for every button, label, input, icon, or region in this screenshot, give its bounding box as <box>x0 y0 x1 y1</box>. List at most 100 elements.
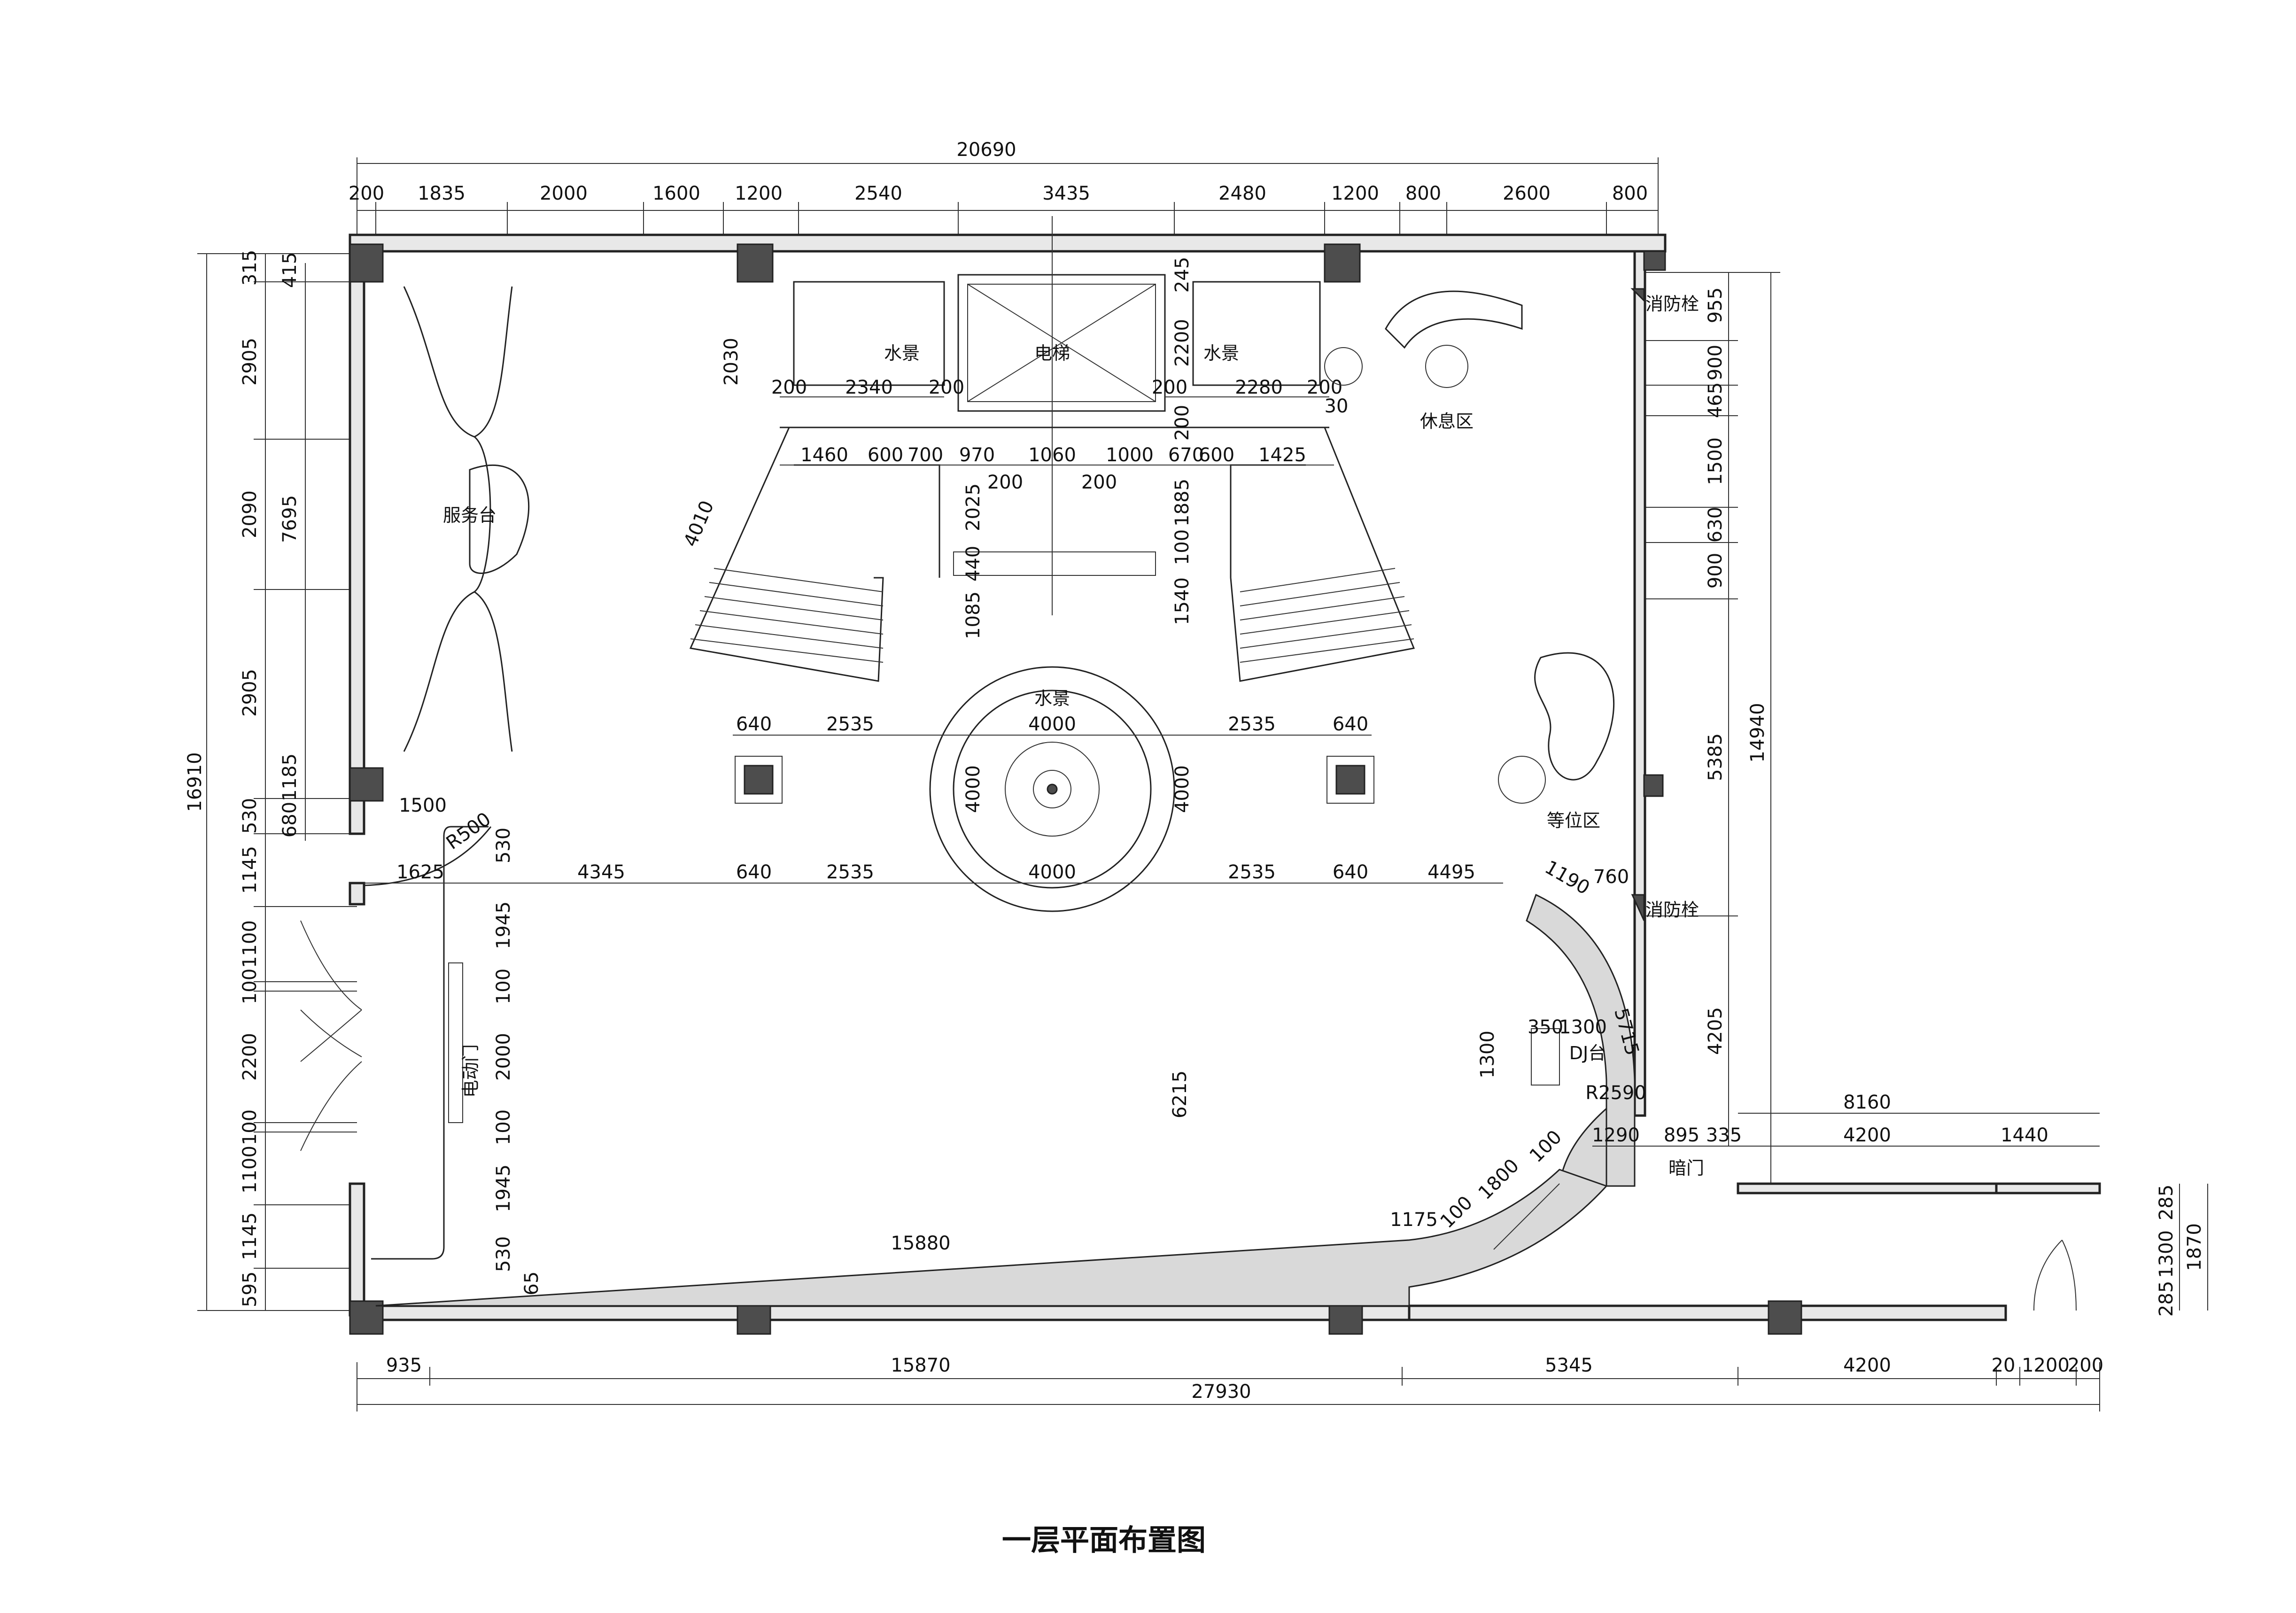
service-desk: 服务台 <box>403 286 530 752</box>
dim-center-row2: 4345 <box>577 861 625 883</box>
dim-top-seg: 2540 <box>854 183 902 204</box>
dim-stair: 2280 <box>1235 377 1283 398</box>
dim-elev-v: 2025 <box>962 483 984 531</box>
dim-right-lower: 895 <box>1664 1124 1699 1146</box>
dim-right-lower: 1440 <box>2001 1124 2048 1146</box>
dim-elev-v: 1540 <box>1171 577 1193 625</box>
dim-center-row2: 1625 <box>396 861 444 883</box>
dim-center-row2: 4000 <box>1028 861 1076 883</box>
label-waiting-area: 等位区 <box>1547 810 1600 831</box>
dim-bottom-seg: 4200 <box>1843 1355 1891 1376</box>
dim-top-total: 20690 <box>956 139 1016 161</box>
dim-far-right: 1300 <box>2156 1230 2177 1278</box>
central-fountain: 水景 640 2535 4000 2535 640 4000 4000 1625… <box>364 666 1503 912</box>
dim-elev-v: 440 <box>962 546 984 582</box>
dim-left-door: R500 <box>442 808 495 854</box>
dim-elev-v: 200 <box>1171 405 1193 441</box>
dim-stair-row2: 200 <box>1081 472 1117 493</box>
dim-left-door: 100 <box>493 969 514 1004</box>
dim-center-row: 640 <box>736 713 772 735</box>
dim-elev-v: 2200 <box>1171 319 1193 367</box>
dim-top-seg: 3435 <box>1042 183 1090 204</box>
dim-left-door: 530 <box>493 828 514 863</box>
dim-left-door: 100 <box>493 1109 514 1145</box>
dim-right-lower: 335 <box>1706 1124 1742 1146</box>
dim-top-seg: 1835 <box>418 183 465 204</box>
dim-right-seg: 5385 <box>1705 733 1726 781</box>
dim-center-row: 2535 <box>826 713 874 735</box>
dim-lower: 1800 <box>1474 1155 1524 1204</box>
dim-elev-v: 2030 <box>721 338 742 386</box>
dim-left-seg: 100 <box>239 969 261 1004</box>
dim-left-seg: 1145 <box>239 846 261 894</box>
dim-center-row2: 640 <box>736 861 772 883</box>
dim-left-seg: 530 <box>239 798 261 834</box>
dim-top-seg: 1200 <box>1331 183 1379 204</box>
top-dimensions: 20690 200 1835 2000 1600 1200 2540 3435 … <box>349 139 1659 237</box>
dim-right-seg: 900 <box>1705 553 1726 589</box>
dim-stair-row: 600 <box>1199 444 1234 466</box>
dim-left-total: 16910 <box>184 752 206 812</box>
dim-bottom-seg: 200 <box>2068 1355 2103 1376</box>
dim-right-lower: 8160 <box>1843 1092 1891 1113</box>
dim-stair-row: 1060 <box>1028 444 1076 466</box>
dim-bottom-total: 27930 <box>1191 1381 1251 1403</box>
dim-right-lower: 4200 <box>1843 1124 1891 1146</box>
dim-left-door: 2000 <box>493 1033 514 1081</box>
label-elevator: 电梯 <box>1034 343 1070 364</box>
dim-left-inner: 415 <box>279 252 301 288</box>
dim-center-row2: 2535 <box>1228 861 1276 883</box>
dim-left-seg: 2090 <box>239 490 261 538</box>
dim-stair-diag: 4010 <box>680 497 718 550</box>
elevator-block: 水景 电梯 水景 <box>793 216 1321 615</box>
dim-stair: 200 <box>1307 377 1342 398</box>
label-lounge: 休息区 <box>1420 411 1474 432</box>
bottom-dimensions: 935 15870 5345 4200 20 1200 200 27930 <box>357 1355 2103 1411</box>
dim-top-seg: 1200 <box>735 183 783 204</box>
dim-left-door: 1500 <box>399 795 447 816</box>
dim-center-row2: 4495 <box>1427 861 1475 883</box>
dim-bottom-seg: 20 <box>1992 1355 2016 1376</box>
dim-stair-row: 970 <box>959 444 995 466</box>
drawing-title: 一层平面布置图 <box>1002 1523 1206 1557</box>
dim-elev-v: 100 <box>1171 529 1193 565</box>
dim-center-row: 640 <box>1333 713 1368 735</box>
label-fire-hydrant-top: 消防栓 <box>1645 294 1699 314</box>
dim-stair-row: 1460 <box>800 444 848 466</box>
label-water-feature-right: 水景 <box>1203 343 1239 364</box>
dim-stair: 30 <box>1325 395 1349 417</box>
dim-bottom-seg: 15870 <box>891 1355 950 1376</box>
dim-dj: R2590 <box>1585 1082 1646 1104</box>
dim-elev-v: 1885 <box>1171 479 1193 527</box>
dim-left-seg: 2905 <box>239 338 261 386</box>
label-water-feature-left: 水景 <box>884 343 920 364</box>
dim-top-seg: 200 <box>349 183 384 204</box>
dim-bottom-seg: 1200 <box>2022 1355 2070 1376</box>
dim-top-seg: 1600 <box>652 183 700 204</box>
dim-left-inner: 1185 <box>279 753 301 801</box>
dim-stair-row: 1000 <box>1106 444 1154 466</box>
dim-lower: 1175 <box>1390 1209 1438 1231</box>
label-hidden-door: 暗门 <box>1668 1158 1704 1179</box>
stairs: 200 2340 200 200 2280 200 30 1460 600 70… <box>680 257 1415 682</box>
dim-lower: 15880 <box>891 1233 950 1254</box>
dim-dj: 1300 <box>1559 1016 1607 1038</box>
dim-top-seg: 2000 <box>540 183 588 204</box>
dim-left-door: 1945 <box>493 901 514 949</box>
columns <box>349 243 1802 1335</box>
dim-left-seg: 2200 <box>239 1033 261 1081</box>
label-power-door: 电动门 <box>460 1044 481 1098</box>
dim-left-door: 1945 <box>493 1164 514 1212</box>
dim-right-seg: 955 <box>1705 287 1726 323</box>
label-fire-hydrant-mid: 消防栓 <box>1645 900 1699 920</box>
dim-right-seg: 630 <box>1705 507 1726 543</box>
dim-left-seg: 315 <box>239 250 261 286</box>
label-dj-booth: DJ台 <box>1569 1043 1606 1063</box>
dim-stair: 200 <box>771 377 807 398</box>
dim-right-seg: 465 <box>1705 382 1726 418</box>
dim-center-row: 4000 <box>1028 713 1076 735</box>
dim-center-row2: 2535 <box>826 861 874 883</box>
dim-lower: 6215 <box>1169 1070 1191 1118</box>
dim-stair-row: 670 <box>1168 444 1204 466</box>
dim-elev-v: 245 <box>1171 257 1193 293</box>
